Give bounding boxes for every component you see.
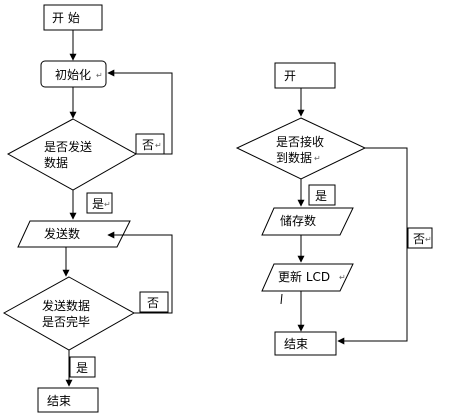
svg-text:↵: ↵ <box>96 71 103 80</box>
right-receive-decision-node: 是否接收 到数据 ↵ <box>235 117 367 180</box>
left-init-node: 初始化 ↵ <box>40 60 107 88</box>
svg-text:是: 是 <box>76 361 88 375</box>
right-no-label: 否 ↵ <box>407 227 433 249</box>
right-receive-decision-line1: 是否接收 <box>276 134 324 149</box>
left-no-label-top: 否 ↵ <box>135 133 165 155</box>
svg-text:↵: ↵ <box>155 141 162 150</box>
right-start-label: 开 <box>284 69 296 83</box>
left-done-decision-node: 发送数据 是否完毕 <box>2 276 136 351</box>
svg-text:↵: ↵ <box>314 154 321 163</box>
left-no-label-bottom: 否 <box>139 291 169 313</box>
left-flowchart: 开 始 初始化 ↵ 是否发送 数据 否 ↵ 是 ↵ <box>2 4 173 413</box>
edge-done-no-loop <box>107 231 173 314</box>
right-store-label: 储存数 <box>280 213 316 228</box>
right-receive-decision-line2: 到数据 <box>276 150 312 165</box>
svg-text:↵: ↵ <box>425 235 432 244</box>
left-send-data-label: 发送数 <box>44 226 80 241</box>
left-start-label: 开 始 <box>52 11 80 25</box>
edge-right-no <box>337 147 408 345</box>
right-start-node: 开 <box>274 62 336 89</box>
svg-text:↵: ↵ <box>104 200 111 209</box>
left-send-decision-line2: 数据 <box>44 155 68 170</box>
left-init-label: 初始化 <box>55 68 91 82</box>
svg-text:是: 是 <box>92 197 104 211</box>
right-end-label: 结束 <box>284 337 308 351</box>
svg-text:否: 否 <box>142 138 154 152</box>
left-start-node: 开 始 <box>43 4 103 31</box>
svg-text:否: 否 <box>147 296 159 310</box>
right-end-node: 结束 <box>274 331 337 356</box>
left-yes-label-bottom: 是 <box>69 356 96 378</box>
right-update-lcd-label: 更新 LCD <box>278 269 330 284</box>
svg-text:是: 是 <box>315 189 327 203</box>
right-flowchart: 开 是否接收 到数据 ↵ 是 储存数 更新 LCD ↵ <box>235 62 433 356</box>
right-yes-label: 是 <box>308 184 336 206</box>
left-send-data-node: 发送数 <box>17 220 131 248</box>
svg-text:否: 否 <box>413 232 425 246</box>
left-done-decision-line1: 发送数据 <box>42 298 90 313</box>
right-store-node: 储存数 <box>261 207 354 236</box>
svg-text:↵: ↵ <box>339 273 346 282</box>
left-yes-label-top: 是 ↵ <box>86 192 113 214</box>
left-send-decision-line1: 是否发送 <box>44 139 92 154</box>
left-end-label: 结束 <box>47 394 71 408</box>
right-update-lcd-node: 更新 LCD ↵ <box>261 263 354 292</box>
left-send-decision-node: 是否发送 数据 <box>6 118 138 191</box>
left-done-decision-line2: 是否完毕 <box>42 314 90 329</box>
left-end-node: 结束 <box>37 387 99 413</box>
